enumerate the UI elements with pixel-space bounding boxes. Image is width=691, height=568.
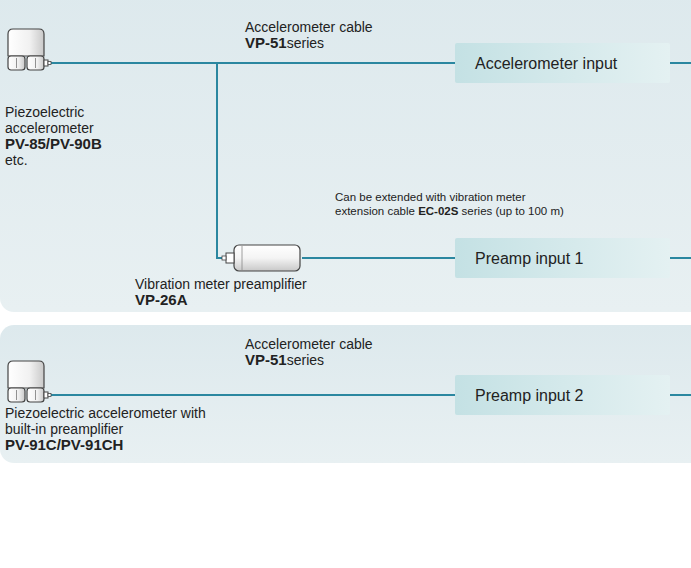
accelerometer-icon xyxy=(5,360,51,404)
node-text: PV-85/PV-90B xyxy=(5,136,135,152)
input-box: Preamp input 2 xyxy=(455,375,670,415)
caption-block: Piezoelectric accelerometer with built-i… xyxy=(5,405,230,453)
note: Can be extended with vibration meter ext… xyxy=(335,190,570,218)
accelerometer-icon: Piezoelectric accelerometerPV-85/PV-90Be… xyxy=(5,28,51,72)
caption-block: Vibration meter preamplifierVP-26A xyxy=(135,276,395,308)
panel xyxy=(0,0,691,312)
text-run: Piezoelectric accelerometer with built-i… xyxy=(5,405,206,437)
cable-label: Accelerometer cable xyxy=(245,336,373,352)
panel xyxy=(0,325,691,463)
model-name: PV-91C/PV-91CH xyxy=(5,436,123,453)
node-text: VP-26A xyxy=(135,292,395,308)
text-run: series xyxy=(287,352,324,368)
node-text: PV-91C/PV-91CH xyxy=(5,437,230,453)
text-run: Accelerometer input xyxy=(475,55,617,72)
preamplifier-icon: Vibration meter preamplifierVP-26A xyxy=(222,243,302,273)
accelerometer-icon: Piezoelectric accelerometer with built-i… xyxy=(5,360,51,404)
cable-line xyxy=(302,257,455,259)
cable-label: Accelerometer cable xyxy=(245,19,373,35)
node-text: Piezoelectric accelerometer xyxy=(5,104,135,136)
node-text: Piezoelectric accelerometer with built-i… xyxy=(5,405,230,437)
input-box: Preamp input 1 xyxy=(455,238,670,278)
text-run: Accelerometer cable xyxy=(245,336,373,352)
model-name: PV-85/PV-90B xyxy=(5,135,102,152)
cable-model: VP-51series xyxy=(245,35,324,51)
node-text: Preamp input 1 xyxy=(455,249,604,268)
node-text: Accelerometer input xyxy=(455,54,637,73)
caption-block: Piezoelectric accelerometerPV-85/PV-90Be… xyxy=(5,104,135,168)
text-run: Preamp input 1 xyxy=(475,250,584,267)
text-run: Piezoelectric accelerometer xyxy=(5,104,94,136)
text-run: Vibration meter preamplifier xyxy=(135,276,307,292)
text-run: Preamp input 2 xyxy=(475,387,584,404)
node-text: etc. xyxy=(5,152,135,168)
text-run: series xyxy=(287,35,324,51)
input-box: Accelerometer input xyxy=(455,43,670,83)
node-text: Vibration meter preamplifier xyxy=(135,276,395,292)
text-run: etc. xyxy=(5,152,28,168)
model-name: VP-26A xyxy=(135,291,188,308)
node-text: Preamp input 2 xyxy=(455,386,604,405)
cable-line xyxy=(51,63,222,258)
model-name: EC-02S xyxy=(418,205,458,217)
text-run: Accelerometer cable xyxy=(245,19,373,35)
preamplifier-icon xyxy=(222,243,302,273)
model-name: VP-51 xyxy=(245,351,287,368)
text-run: series (up to 100 m) xyxy=(458,205,563,217)
cable-model: VP-51series xyxy=(245,352,324,368)
accelerometer-icon xyxy=(5,28,51,72)
model-name: VP-51 xyxy=(245,34,287,51)
cable-line xyxy=(51,394,455,396)
